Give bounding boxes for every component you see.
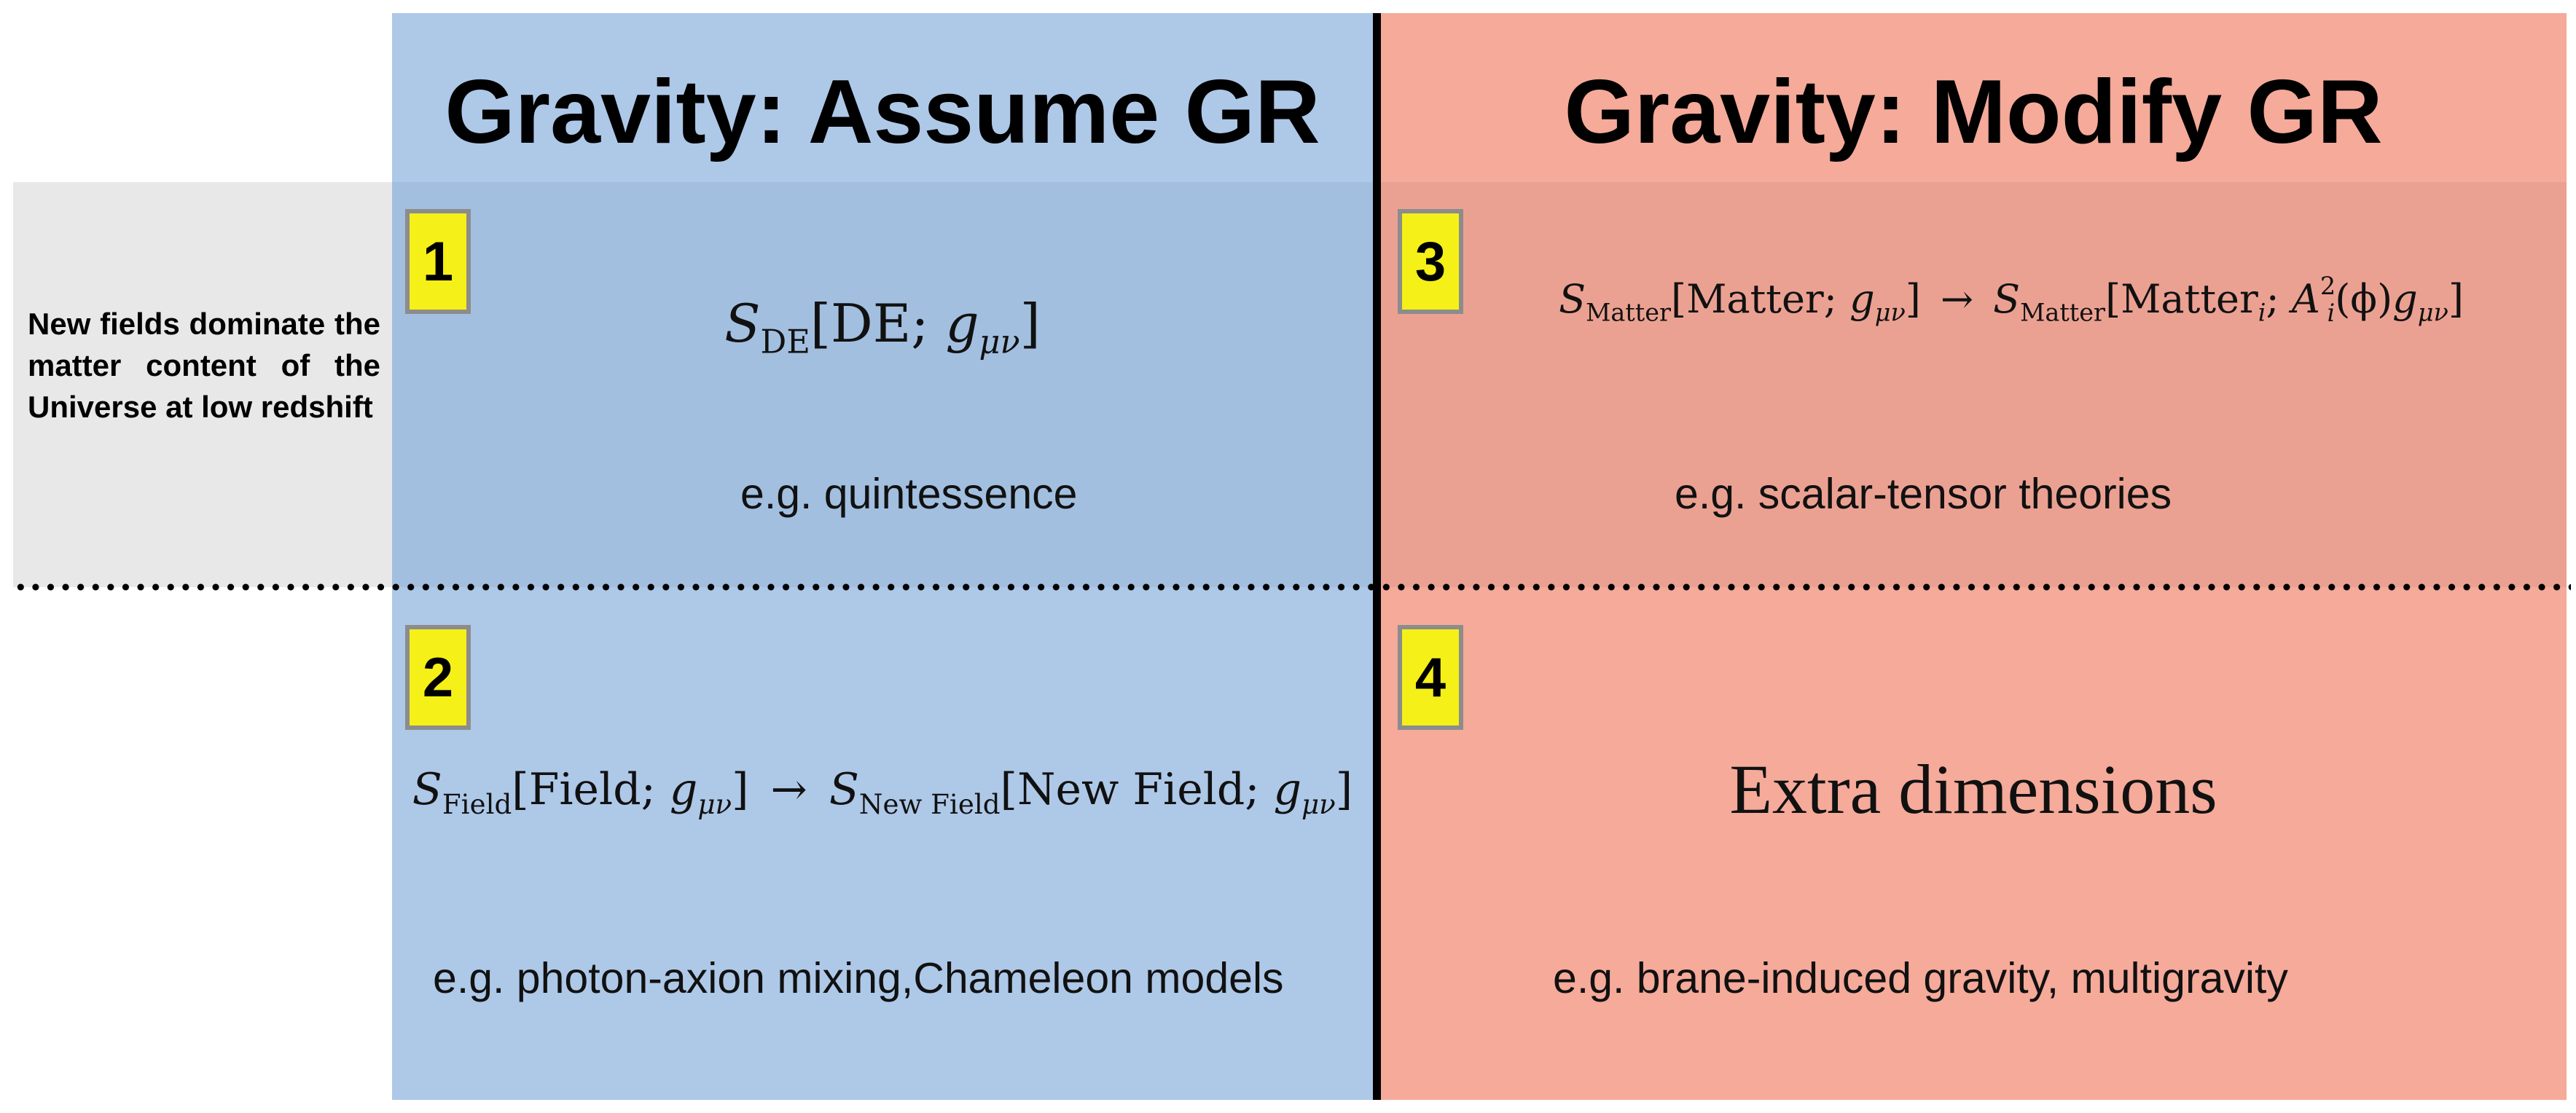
- quadrant-4-number-badge: 4: [1398, 625, 1463, 730]
- heading-modify-gr: Gravity: Modify GR: [1564, 62, 2383, 162]
- quadrant-1-background: [392, 182, 1373, 587]
- quadrant-3-action-formula: SMatter[Matter; gμν]→SMatter[Matteri; A2…: [1559, 271, 2464, 327]
- dotted-horizontal-divider: [13, 581, 2571, 593]
- quadrant-1-number-badge: 1: [405, 209, 471, 314]
- vertical-divider: [1373, 13, 1381, 1100]
- quadrant-2-example: e.g. photon-axion mixing,Chameleon model…: [433, 954, 1284, 1002]
- quadrant-3-example: e.g. scalar-tensor theories: [1675, 470, 2172, 518]
- quadrant-3-background: [1380, 182, 2567, 587]
- quadrant-1-action-formula: SDE[DE; gμν]: [724, 293, 1041, 361]
- row-label: New fields dominate the matter content o…: [28, 307, 380, 424]
- quadrant-3-number-badge: 3: [1398, 209, 1463, 314]
- quadrant-2-action-formula: SField[Field; gμν]→SNew Field[New Field;…: [412, 764, 1353, 821]
- heading-assume-gr: Gravity: Assume GR: [445, 62, 1320, 162]
- quadrant-2-number-badge: 2: [405, 625, 471, 730]
- quadrant-4-title: Extra dimensions: [1729, 750, 2217, 828]
- row-label-background: [13, 182, 392, 587]
- quadrant-4-example: e.g. brane-induced gravity, multigravity: [1553, 954, 2288, 1002]
- quadrant-1-example: e.g. quintessence: [740, 470, 1078, 518]
